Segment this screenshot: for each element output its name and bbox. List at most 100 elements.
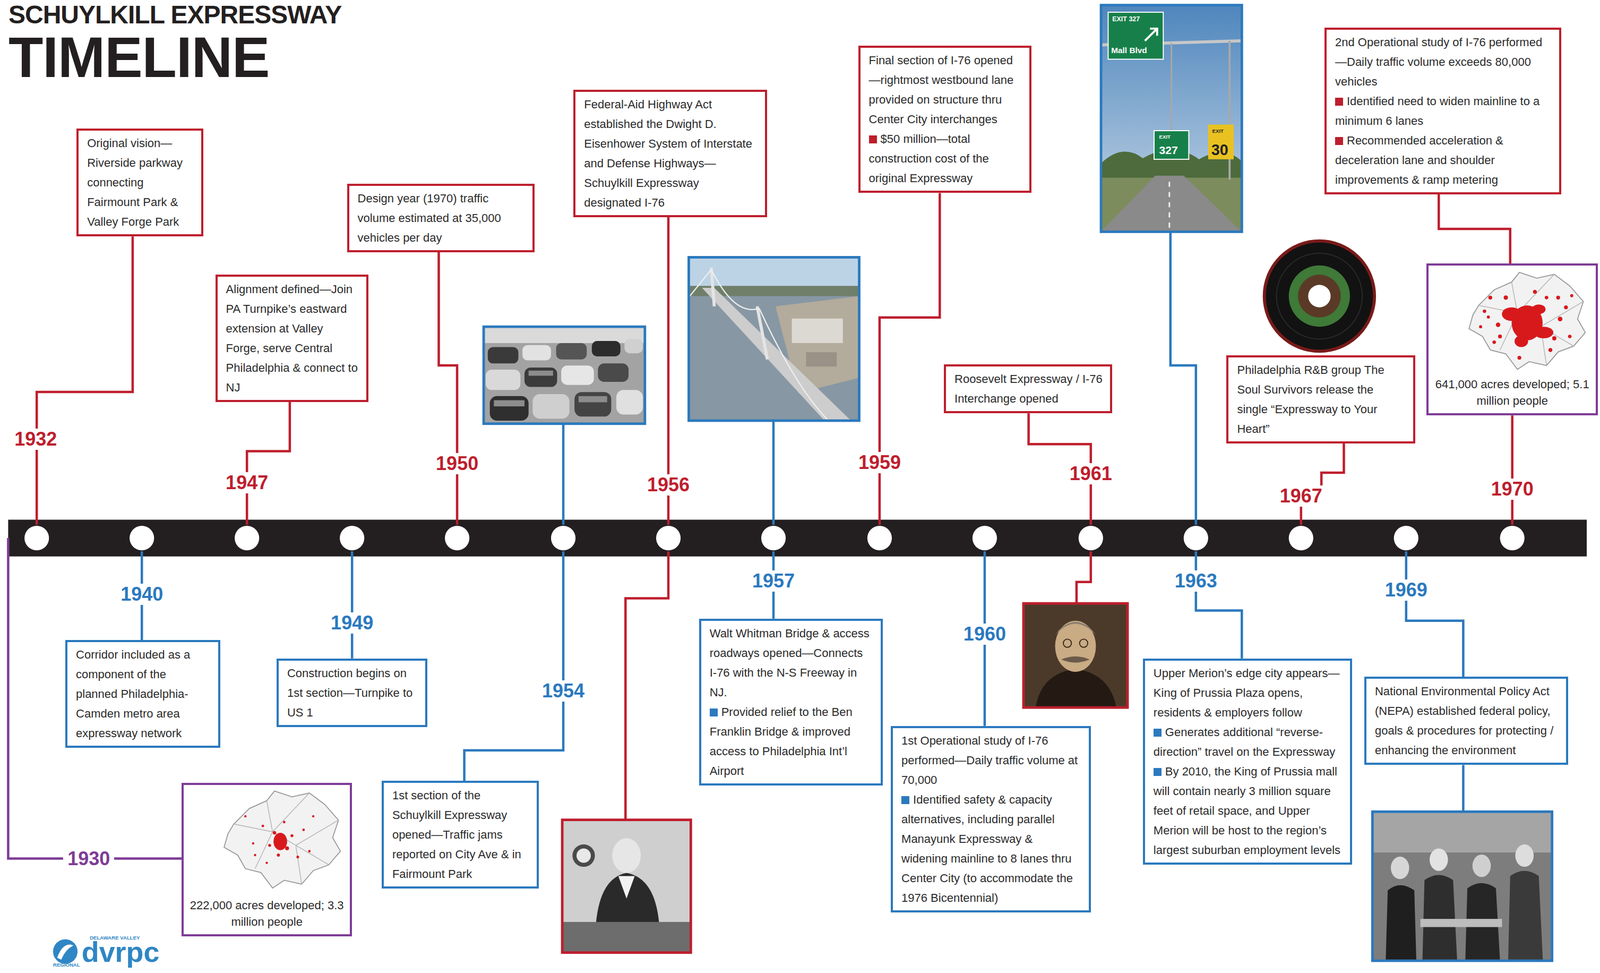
record-image <box>1264 241 1375 352</box>
region-map <box>1532 304 1546 314</box>
event-text: Design year (1970) traffic volume estima… <box>357 191 502 245</box>
event-text: Identified safety & capacity alternative… <box>901 792 1073 905</box>
bullet-square <box>1335 136 1344 145</box>
map-box: 222,000 acres developed; 3.3 million peo… <box>181 782 352 936</box>
leader-line <box>464 551 564 781</box>
region-map <box>1495 322 1501 327</box>
record-image <box>1288 265 1350 327</box>
traffic-photo <box>528 370 554 376</box>
logo <box>57 944 74 960</box>
traffic-photo <box>489 396 529 421</box>
signing-photo <box>1372 811 1552 961</box>
traffic-photo <box>485 369 521 390</box>
year-patch: 1969 <box>1380 579 1432 601</box>
year-label: 1956 <box>647 474 690 496</box>
event-text: Original vision—Riverside parkway connec… <box>87 136 183 229</box>
region-map <box>1552 336 1557 341</box>
bullet-square <box>1335 97 1344 106</box>
text-row: 1st Operational study of I-76 performed—… <box>901 730 1082 790</box>
region-map <box>285 846 289 850</box>
text-row: 1st section of the Schuylkill Expressway… <box>392 785 530 884</box>
year-patch: 1949 <box>326 612 378 634</box>
leader-line <box>1196 551 1243 659</box>
region-map <box>1514 335 1529 348</box>
timeline-bar <box>656 525 681 550</box>
event-text: National Environmental Policy Act (NEPA)… <box>1374 684 1554 757</box>
region-map <box>307 849 311 853</box>
leader-line <box>1510 415 1514 525</box>
year-patch: 1957 <box>747 570 799 592</box>
event-text: Recommended acceleration & deceleration … <box>1335 133 1504 187</box>
sign-photo <box>1170 42 1173 131</box>
text-row: Corridor included as a component of the … <box>75 644 211 743</box>
traffic-photo <box>483 326 645 424</box>
leader-line <box>1321 443 1344 488</box>
traffic-photo <box>487 347 519 364</box>
year-label: 1969 <box>1385 579 1428 601</box>
timeline-bar <box>234 525 260 550</box>
text-row: Philadelphia R&B group The Soul Survivor… <box>1236 359 1406 439</box>
text-box: 1st Operational study of I-76 performed—… <box>890 725 1091 913</box>
sign-text: 30 <box>1211 141 1229 159</box>
region-map <box>312 814 315 817</box>
signing-photo <box>1385 884 1417 961</box>
signing-photo <box>1472 854 1492 877</box>
record-image <box>1297 274 1341 318</box>
region-map <box>1548 347 1553 352</box>
region-map <box>1568 334 1572 339</box>
event-text: Upper Merion’s edge city appears—King of… <box>1153 666 1340 719</box>
timeline-bar <box>24 525 49 550</box>
timeline-bar <box>867 525 892 550</box>
region-map <box>1517 355 1521 360</box>
year-patch: 1960 <box>959 623 1011 645</box>
traffic-photo <box>597 363 629 382</box>
text-box: Roosevelt Expressway / I-76 Interchange … <box>943 364 1113 414</box>
portrait-photo <box>562 819 691 953</box>
event-text: Final section of I-76 opened—rightmost w… <box>869 53 1014 126</box>
event-text: $50 million—total construction cost of t… <box>869 132 989 185</box>
region-map <box>253 853 256 856</box>
timeline-bar <box>761 525 786 550</box>
bullet-square <box>901 795 910 804</box>
portrait-photo <box>1055 620 1097 672</box>
year-patch: 1947 <box>221 471 273 494</box>
traffic-photo <box>524 367 558 387</box>
map-box: 641,000 acres developed; 5.1 million peo… <box>1426 263 1598 416</box>
event-text: Philadelphia R&B group The Soul Survivor… <box>1236 363 1384 436</box>
portrait-photo <box>1035 668 1117 708</box>
region-map <box>1533 289 1537 294</box>
year-label: 1959 <box>858 451 901 473</box>
sign-photo <box>1100 5 1242 232</box>
text-row: 2nd Operational study of I-76 performed—… <box>1335 32 1552 92</box>
traffic-photo <box>493 400 525 407</box>
region-map <box>1557 316 1563 322</box>
traffic-photo <box>561 365 595 385</box>
text-row: Generates additional “reverse-direction”… <box>1153 721 1343 762</box>
text-box: National Environmental Policy Act (NEPA)… <box>1364 676 1569 765</box>
sign-photo <box>1100 5 1242 232</box>
text-row: Upper Merion’s edge city appears—King of… <box>1153 663 1343 722</box>
region-map <box>1492 340 1496 344</box>
region-map <box>1570 294 1574 298</box>
portrait-photo <box>1079 638 1088 647</box>
traffic-photo <box>483 326 645 343</box>
portrait-photo <box>612 837 641 873</box>
logo: DELAWARE VALLEY dvrpc REGIONAL <box>53 934 160 968</box>
traffic-photo <box>616 389 643 415</box>
text-row: Alignment defined—Join PA Turnpike’s eas… <box>226 279 359 398</box>
logo-text: REGIONAL <box>53 961 81 968</box>
event-text: By 2010, the King of Prussia mall will c… <box>1153 764 1341 857</box>
bridge-photo <box>689 269 829 421</box>
text-box: Alignment defined—Join PA Turnpike’s eas… <box>215 274 369 402</box>
year-label: 1940 <box>120 583 163 605</box>
region-map <box>244 814 247 817</box>
bullet-square <box>869 135 877 144</box>
region-map <box>1544 295 1549 300</box>
title: SCHUYLKILL EXPRESSWAY TIMELINE <box>8 0 444 79</box>
leader-line <box>36 236 133 525</box>
signing-photo <box>1515 844 1534 867</box>
event-text: Walt Whitman Bridge & access roadways op… <box>709 626 870 699</box>
year-patch: 1932 <box>10 428 62 450</box>
traffic-photo <box>624 338 643 354</box>
year-label: 1970 <box>1491 478 1534 500</box>
